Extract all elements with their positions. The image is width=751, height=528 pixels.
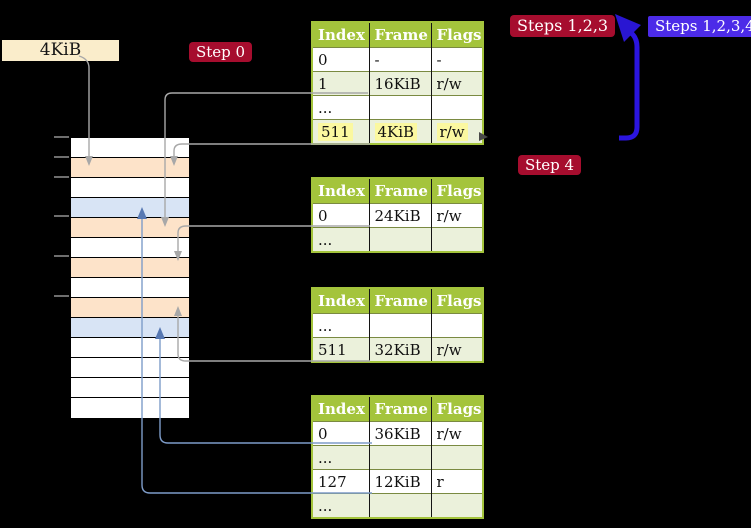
table-cell: - bbox=[368, 47, 431, 72]
table-row: 1 16KiB r/w bbox=[312, 71, 483, 96]
memory-tick bbox=[54, 295, 69, 297]
table-cell: 127 bbox=[312, 469, 369, 494]
table-cell: 1 bbox=[312, 71, 369, 96]
table-row: ... bbox=[312, 95, 483, 120]
table-cell: ... bbox=[312, 227, 369, 252]
badge-step-0: Step 0 bbox=[189, 42, 253, 62]
memory-frame-row bbox=[71, 218, 189, 238]
table-cell: ... bbox=[312, 95, 369, 120]
column-header: Index bbox=[312, 288, 369, 314]
memory-frame-row bbox=[71, 138, 189, 158]
memory-frame-row bbox=[71, 238, 189, 258]
memory-frame-row bbox=[71, 358, 189, 378]
table-cell bbox=[430, 445, 483, 470]
table-cell bbox=[368, 493, 431, 518]
column-header: Index bbox=[312, 396, 369, 422]
table-cell: ... bbox=[312, 445, 369, 470]
table-cell bbox=[368, 445, 431, 470]
table-cell: ... bbox=[312, 313, 369, 338]
table-row: ... bbox=[312, 445, 483, 470]
column-header: Flags bbox=[430, 22, 483, 48]
memory-frame-row bbox=[71, 158, 189, 178]
table-cell: r/w bbox=[430, 203, 483, 228]
table-cell bbox=[430, 227, 483, 252]
column-header: Frame bbox=[368, 396, 431, 422]
table-row: 0 24KiB r/w bbox=[312, 203, 483, 228]
highlighted-cell: 511 bbox=[312, 119, 369, 144]
memory-tick bbox=[54, 176, 69, 178]
table-cell: 12KiB bbox=[368, 469, 431, 494]
table-row: 0 36KiB r/w bbox=[312, 421, 483, 446]
table-cell: 0 bbox=[312, 421, 369, 446]
table-cell bbox=[368, 227, 431, 252]
frame-size-label: 4KiB bbox=[2, 40, 119, 61]
table-cell bbox=[430, 493, 483, 518]
table-cell: r/w bbox=[430, 337, 483, 362]
table-cell bbox=[368, 313, 431, 338]
table-cell bbox=[430, 95, 483, 120]
memory-frame-row bbox=[71, 318, 189, 338]
memory-frame-row bbox=[71, 258, 189, 278]
memory-frame-row bbox=[71, 278, 189, 298]
column-header: Index bbox=[312, 178, 369, 204]
table-row: ... bbox=[312, 227, 483, 252]
memory-frame-row bbox=[71, 398, 189, 418]
column-header: Frame bbox=[368, 22, 431, 48]
highlighted-cell: r/w bbox=[430, 119, 483, 144]
badge-steps-123: Steps 1,2,3 bbox=[510, 15, 616, 37]
table-row: 511 32KiB r/w bbox=[312, 337, 483, 362]
table-cell: 24KiB bbox=[368, 203, 431, 228]
memory-frame-row bbox=[71, 178, 189, 198]
page-table-2: Index Frame Flags 0 24KiB r/w ... bbox=[311, 177, 484, 253]
page-table-1: Index Frame Flags 0 - - 1 16KiB r/w ... … bbox=[311, 21, 484, 145]
memory-tick bbox=[54, 136, 69, 138]
column-header: Flags bbox=[430, 396, 483, 422]
table-cell: 511 bbox=[312, 337, 369, 362]
memory-frame-row bbox=[71, 378, 189, 398]
table-cell: r/w bbox=[430, 421, 483, 446]
table-cell bbox=[368, 95, 431, 120]
table-cell bbox=[430, 313, 483, 338]
table-row-recursive-entry: 511 4KiB r/w bbox=[312, 119, 483, 144]
table-row: ... bbox=[312, 493, 483, 518]
table-cell: 0 bbox=[312, 203, 369, 228]
table-cell: 36KiB bbox=[368, 421, 431, 446]
column-header: Index bbox=[312, 22, 369, 48]
table-cell: 16KiB bbox=[368, 71, 431, 96]
physical-memory-column bbox=[70, 137, 190, 418]
table-row: 0 - - bbox=[312, 47, 483, 72]
table-cell: 32KiB bbox=[368, 337, 431, 362]
page-table-3: Index Frame Flags ... 511 32KiB r/w bbox=[311, 287, 484, 363]
table-cell: r/w bbox=[430, 71, 483, 96]
table-row: ... bbox=[312, 313, 483, 338]
page-table-4: Index Frame Flags 0 36KiB r/w ... 127 12… bbox=[311, 395, 484, 519]
table-cell: r bbox=[430, 469, 483, 494]
arrow-table1-entry511-to-4kib bbox=[170, 143, 370, 166]
memory-tick bbox=[54, 156, 69, 158]
table-cell: 0 bbox=[312, 47, 369, 72]
memory-tick bbox=[54, 215, 69, 217]
column-header: Frame bbox=[368, 178, 431, 204]
table-cell: - bbox=[430, 47, 483, 72]
table-row: 127 12KiB r bbox=[312, 469, 483, 494]
column-header: Flags bbox=[430, 178, 483, 204]
memory-frame-row bbox=[71, 298, 189, 318]
badge-steps-1234: Steps 1,2,3,4 bbox=[648, 16, 751, 37]
column-header: Flags bbox=[430, 288, 483, 314]
badge-step-4: Step 4 bbox=[518, 155, 582, 175]
column-header: Frame bbox=[368, 288, 431, 314]
memory-frame-row bbox=[71, 198, 189, 218]
highlighted-cell: 4KiB bbox=[368, 119, 431, 144]
memory-tick bbox=[54, 255, 69, 257]
memory-frame-row bbox=[71, 338, 189, 358]
recursive-loop-arrow bbox=[615, 14, 641, 141]
table-cell: ... bbox=[312, 493, 369, 518]
